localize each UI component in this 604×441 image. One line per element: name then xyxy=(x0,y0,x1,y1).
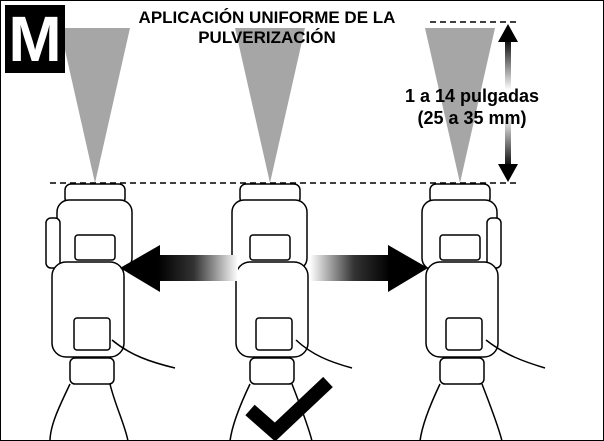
title-line-2: PULVERIZACIÓN xyxy=(198,28,336,47)
spray-cone-center xyxy=(235,28,305,183)
spray-cone-left xyxy=(60,28,130,183)
right-arrow-icon xyxy=(310,245,428,292)
distance-label: 1 a 14 pulgadas (25 a 35 mm) xyxy=(392,85,552,129)
spray-cone-right xyxy=(425,28,495,183)
distance-arrow xyxy=(498,24,518,182)
spray-gun-right xyxy=(419,183,546,441)
left-arrow-icon xyxy=(120,245,238,292)
spray-cones xyxy=(60,28,495,183)
check-mark-icon xyxy=(245,376,333,441)
distance-line-2: (25 a 35 mm) xyxy=(417,108,527,128)
spray-gun-left xyxy=(45,183,176,441)
diagram-title: APLICACIÓN UNIFORME DE LA PULVERIZACIÓN xyxy=(102,8,432,48)
spray-gun-center xyxy=(229,183,353,441)
title-line-1: APLICACIÓN UNIFORME DE LA xyxy=(138,8,396,27)
distance-line-1: 1 a 14 pulgadas xyxy=(404,86,540,106)
section-letter-badge: M xyxy=(5,5,65,73)
